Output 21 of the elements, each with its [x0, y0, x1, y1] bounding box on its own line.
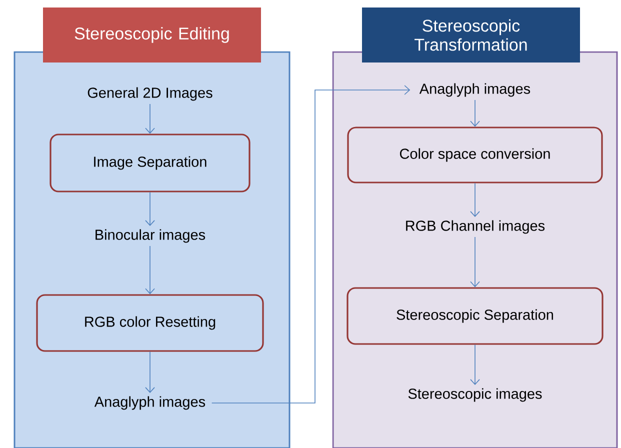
label-text: General 2D Images — [88, 87, 212, 101]
process-box: Image Separation — [50, 134, 250, 192]
process-box: Color space conversion — [347, 126, 603, 184]
arrow — [470, 182, 480, 218]
label-text: Anaglyph images — [94, 396, 206, 410]
process-box: RGB color Resetting — [36, 294, 264, 352]
arrow — [145, 104, 155, 134]
arrow — [470, 100, 480, 127]
heading-bar: Stereoscopic Editing — [43, 8, 261, 62]
process-box: Stereoscopic Separation — [346, 287, 604, 345]
arrow — [470, 236, 480, 288]
arrow — [145, 246, 155, 294]
arrow — [470, 344, 480, 386]
arrow — [211, 85, 410, 404]
label-text: RGB Channel images — [406, 220, 545, 234]
label-text: Binocular images — [96, 229, 206, 243]
heading-bar: Stereoscopic Transformation — [362, 8, 580, 62]
arrow — [145, 192, 155, 226]
label-text: Stereoscopic images — [408, 388, 542, 402]
arrow — [145, 351, 155, 394]
label-text: Anaglyph images — [419, 83, 530, 97]
